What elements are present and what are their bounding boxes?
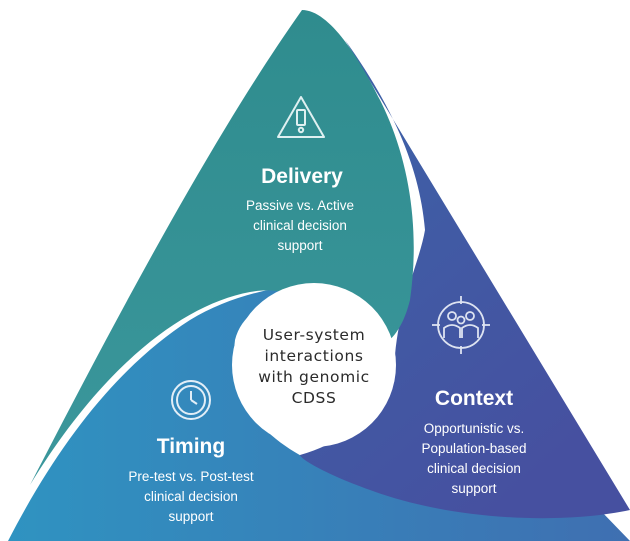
center-line: User-system (263, 326, 366, 344)
center-line: interactions (264, 347, 363, 365)
timing-segment (8, 283, 630, 541)
clock-icon (171, 380, 211, 420)
center-line: with genomic (258, 368, 370, 386)
context-text-line: support (451, 481, 496, 496)
timing-title: Timing (157, 435, 225, 458)
center-line: CDSS (292, 389, 337, 407)
delivery-text-line: clinical decision (253, 218, 347, 233)
group-target-icon (432, 296, 490, 354)
context-text-line: clinical decision (427, 461, 521, 476)
timing-text-line: support (168, 509, 213, 524)
timing-text-line: clinical decision (144, 489, 238, 504)
delivery-title: Delivery (261, 165, 343, 188)
context-text-line: Opportunistic vs. (424, 421, 525, 436)
context-text-line: Population-based (421, 441, 526, 456)
delivery-segment (30, 10, 414, 485)
delivery-text-line: Passive vs. Active (246, 198, 354, 213)
center-circle (232, 283, 396, 447)
delivery-text-line: support (277, 238, 322, 253)
center-label: User-system interactions with genomic CD… (258, 326, 370, 407)
timing-text-line: Pre-test vs. Post-test (128, 469, 254, 484)
context-title: Context (435, 387, 513, 410)
warning-icon (277, 96, 325, 138)
